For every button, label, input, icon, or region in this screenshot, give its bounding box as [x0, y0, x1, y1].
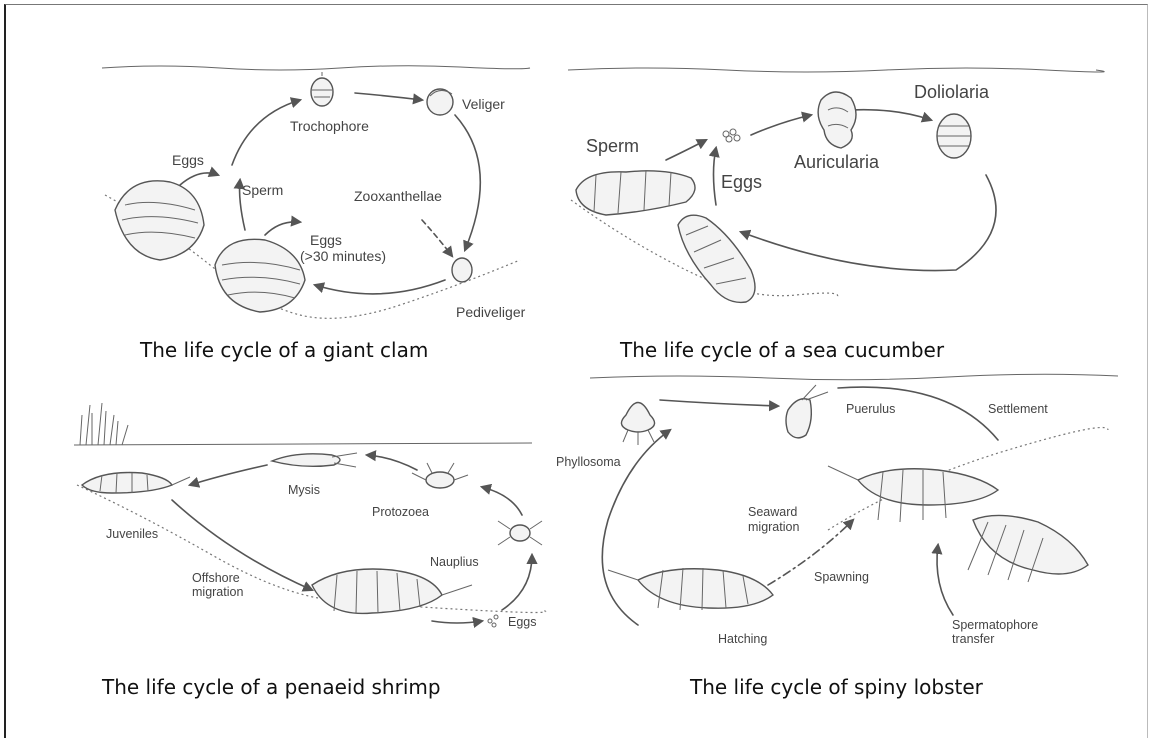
label-sperm: Sperm	[242, 182, 283, 198]
arrow-eggs-30min	[265, 222, 300, 235]
label-eggs-2: Eggs	[310, 232, 342, 248]
panel-giant-clam: Trochophore Veliger Eggs Sperm Zooxanthe…	[100, 60, 560, 370]
label-puerulus: Puerulus	[846, 402, 895, 416]
label-migration: migration	[192, 585, 243, 599]
label-offshore: Offshore	[192, 571, 240, 585]
juvenile-shrimp-icon	[82, 473, 190, 494]
nauplius-larva-icon	[498, 521, 542, 545]
label-spermatophore: Spermatophore	[952, 618, 1038, 632]
arrow-phyllosoma-puerulus	[660, 400, 778, 406]
giant-clam-icon	[115, 181, 204, 260]
label-minutes: (>30 minutes)	[300, 248, 386, 264]
water-surface-line	[568, 68, 1104, 72]
adult-shrimp-icon	[312, 569, 472, 613]
veliger-larva-icon	[427, 89, 453, 115]
protozoea-larva-icon	[412, 463, 468, 488]
arrow-veliger-pediveliger	[455, 115, 480, 250]
label-eggs: Eggs	[508, 615, 537, 629]
caption-giant-clam: The life cycle of a giant clam	[140, 338, 428, 362]
label-nauplius: Nauplius	[430, 555, 479, 569]
label-settlement: Settlement	[988, 402, 1048, 416]
sea-cucumber-diagram	[566, 60, 1146, 330]
mysis-larva-icon	[272, 453, 357, 467]
panel-penaeid-shrimp: Mysis Protozoea Juveniles Nauplius Offsh…	[72, 385, 562, 715]
arrow-eggs	[180, 173, 218, 185]
arrow-pediveliger-clam	[315, 280, 445, 294]
arrow-up	[714, 148, 717, 205]
label-sperm: Sperm	[586, 136, 639, 156]
arrow-nauplius-protozoea	[482, 487, 522, 515]
shore-grass-icon	[80, 403, 128, 445]
arrow-zooxanthellae	[422, 220, 452, 256]
spiny-lobster-icon-3	[968, 515, 1088, 582]
arrow-auricularia-doliolaria	[851, 110, 931, 120]
label-doliolaria: Doliolaria	[914, 82, 989, 102]
phyllosoma-larva-icon	[621, 403, 654, 446]
arrow-protozoea-mysis	[367, 455, 417, 470]
arrow-trochophore-veliger	[355, 93, 422, 100]
panel-sea-cucumber: Doliolaria Sperm Eggs Auricularia The li…	[566, 60, 1146, 370]
label-eggs: Eggs	[172, 152, 204, 168]
label-auricularia: Auricularia	[794, 152, 879, 172]
water-surface-line	[590, 374, 1118, 380]
caption-spiny-lobster: The life cycle of spiny lobster	[690, 675, 983, 699]
arrow-return	[741, 175, 996, 271]
spiny-lobster-icon-2	[828, 466, 998, 522]
label-zooxanthellae: Zooxanthellae	[354, 188, 442, 204]
caption-sea-cucumber: The life cycle of a sea cucumber	[620, 338, 944, 362]
label-transfer: transfer	[952, 632, 994, 646]
trochophore-larva-icon	[311, 72, 333, 106]
puerulus-icon	[786, 385, 828, 438]
water-surface-line	[102, 66, 530, 70]
arrow-mysis-juveniles	[190, 465, 267, 485]
arrow-eggs-nauplius	[502, 555, 532, 610]
label-eggs: Eggs	[721, 172, 762, 192]
shrimp-diagram	[72, 385, 562, 645]
eggs-cluster-icon	[723, 129, 740, 142]
label-trochophore: Trochophore	[290, 118, 369, 134]
giant-clam-icon-2	[215, 239, 305, 312]
panel-spiny-lobster: Puerulus Settlement Phyllosoma Seaward m…	[588, 370, 1133, 715]
water-surface-line	[74, 443, 532, 445]
arrow-adult-eggs	[432, 621, 482, 623]
eggs-cluster-icon	[488, 615, 498, 627]
arrow-sperm	[666, 140, 706, 160]
sea-cucumber-icon-2	[678, 215, 755, 302]
label-juveniles: Juveniles	[106, 527, 158, 541]
seabed-ground	[77, 485, 546, 613]
label-pediveliger: Pediveliger	[456, 304, 525, 320]
auricularia-larva-icon	[818, 92, 856, 148]
arrow-eggs-auricularia	[751, 115, 811, 135]
pediveliger-larva-icon	[452, 258, 472, 282]
spiny-lobster-icon	[608, 568, 773, 610]
label-spawning: Spawning	[814, 570, 869, 584]
label-seaward: Seaward	[748, 505, 797, 519]
sea-cucumber-icon	[576, 170, 695, 215]
label-phyllosoma: Phyllosoma	[556, 455, 621, 469]
label-migration: migration	[748, 520, 799, 534]
doliolaria-larva-icon	[937, 114, 971, 158]
caption-penaeid-shrimp: The life cycle of a penaeid shrimp	[102, 675, 441, 699]
arrow-spermatophore	[937, 545, 953, 615]
label-veliger: Veliger	[462, 96, 505, 112]
label-hatching: Hatching	[718, 632, 767, 646]
label-mysis: Mysis	[288, 483, 320, 497]
label-protozoea: Protozoea	[372, 505, 429, 519]
